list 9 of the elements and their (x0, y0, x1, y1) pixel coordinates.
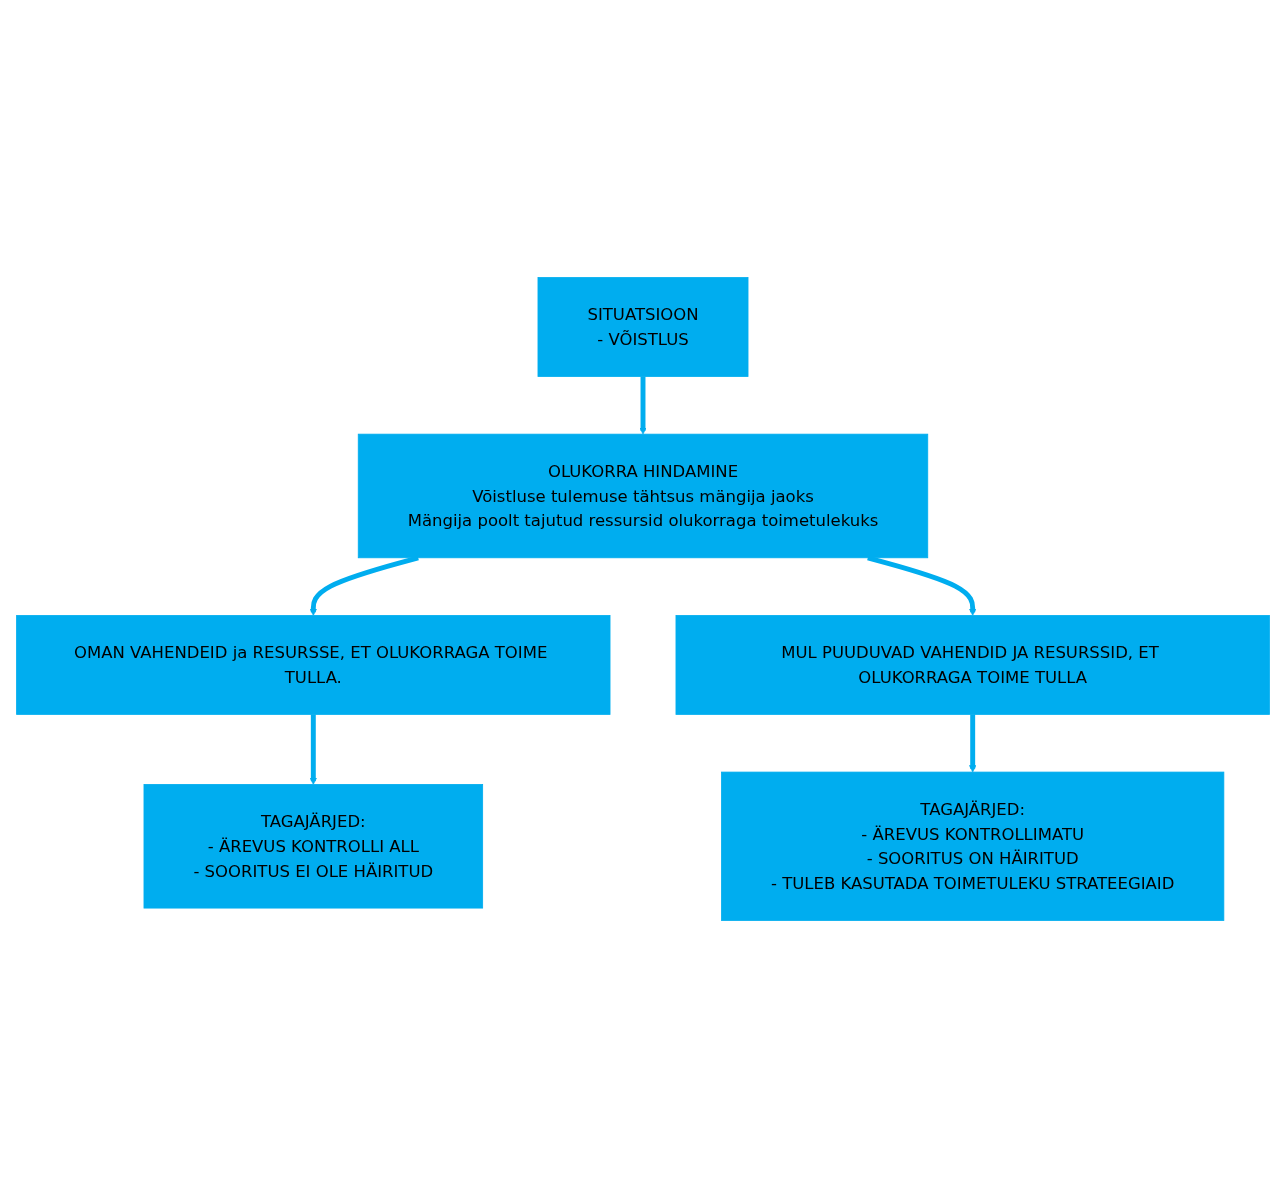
arrow (309, 714, 317, 785)
node-box: TAGAJÄRJED: - ÄREVUS KONTROLLI ALL - SOORITUS EI OLE HÄIRITUD (143, 784, 484, 909)
node-box: TAGAJÄRJED: - ÄREVUS KONTROLLIMATU - SOORITUS ON HÄIRITUD - TULEB KASUTADA TOIMETULEKU STRATEEGIAID (721, 771, 1225, 921)
node-box: OMAN VAHENDEID ja RESURSSE, ET OLUKORRAGA TOIME TULLA. (16, 615, 611, 715)
node-box: OLUKORRA HINDAMINE Võistluse tulemuse tähtsus mängija jaoks Mängija poolt tajutud ressursid olukorraga toimetulekuks (357, 433, 929, 559)
arrow (969, 714, 977, 773)
node-box: SITUATSIOON - VÕISTLUS (537, 277, 749, 377)
arrow (639, 376, 647, 435)
node-box: MUL PUUDUVAD VAHENDID JA RESURSSID, ET OLUKORRAGA TOIME TULLA (675, 615, 1270, 715)
